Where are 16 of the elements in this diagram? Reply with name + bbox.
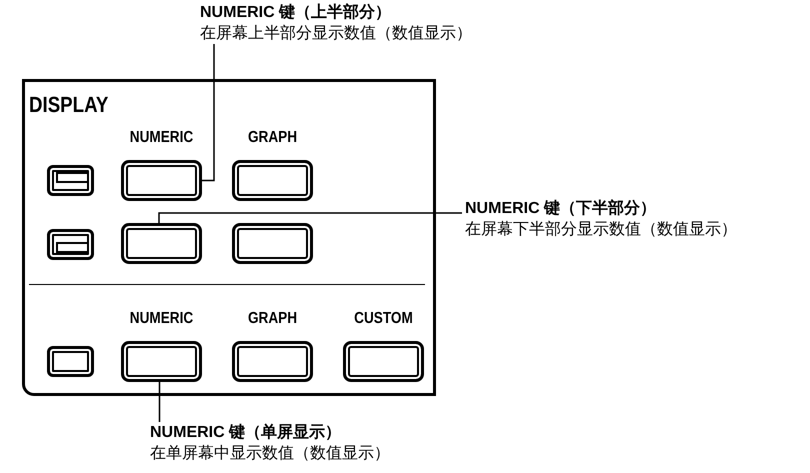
callout-heading: NUMERIC 键（单屏显示）	[150, 422, 342, 443]
leader-line	[202, 44, 215, 182]
key-label: GRAPH	[246, 130, 298, 146]
key-label: NUMERIC	[128, 130, 194, 146]
callout-description: 在屏幕上半部分显示数值（数值显示）	[200, 24, 472, 44]
control-panel	[22, 79, 436, 396]
panel-title: DISPLAY	[29, 94, 108, 116]
callout-heading: NUMERIC 键（下半部分）	[465, 198, 658, 219]
key-label: CUSTOM	[353, 311, 414, 327]
leader-line	[158, 382, 160, 422]
callout-description: 在屏幕下半部分显示数值（数值显示）	[465, 220, 737, 240]
key-label: NUMERIC	[128, 311, 194, 327]
callout-heading: NUMERIC 键（上半部分）	[200, 2, 392, 23]
leader-line	[158, 212, 462, 223]
key-label: GRAPH	[246, 311, 298, 327]
callout-description: 在单屏幕中显示数值（数值显示）	[150, 444, 390, 464]
